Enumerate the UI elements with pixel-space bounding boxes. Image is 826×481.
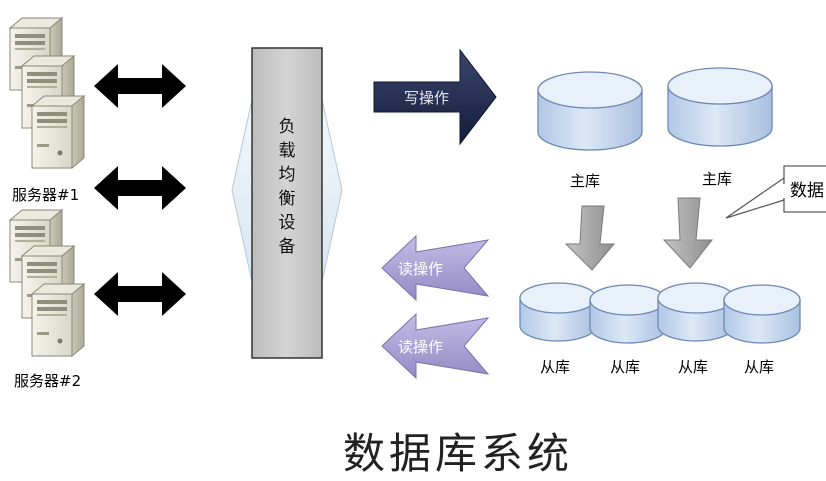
master-db-1-icon <box>537 71 643 151</box>
master-db-1-label: 主库 <box>570 172 600 190</box>
read-operation-arrow-2: 读操作 <box>381 312 490 380</box>
read-operation-label: 读操作 <box>398 260 443 278</box>
read-operation-arrow-1: 读操作 <box>381 234 490 302</box>
server-group-2: 服务器#2 <box>9 209 85 390</box>
server-group-1: 服务器#1 <box>9 17 85 204</box>
master-db-2-label: 主库 <box>702 170 732 188</box>
load-balancer-label-char: 均 <box>279 165 296 185</box>
slave-db-3-label: 从库 <box>678 358 708 376</box>
side-arrow-right-icon <box>321 99 343 283</box>
server-tower-icon <box>31 283 85 357</box>
load-balancer-label-char: 载 <box>279 141 296 161</box>
double-arrow-icon <box>94 272 186 316</box>
master-db-2-icon <box>667 67 773 147</box>
down-arrow-icon <box>662 197 714 269</box>
slave-db-3-icon <box>657 282 735 342</box>
slave-db-4-label: 从库 <box>744 358 774 376</box>
server-group-2-label: 服务器#2 <box>14 372 81 390</box>
slave-db-2-icon <box>589 284 667 344</box>
load-balancer-label-char: 衡 <box>279 189 296 209</box>
load-balancer-label-char: 负 <box>279 117 296 137</box>
double-arrow-icon <box>94 166 186 210</box>
double-arrow-icon <box>94 64 186 108</box>
server-group-1-label: 服务器#1 <box>12 186 79 204</box>
load-balancer-label-char: 备 <box>279 237 296 257</box>
slave-db-2-label: 从库 <box>610 358 640 376</box>
callout-text: 数据 <box>790 181 824 201</box>
slave-db-1-icon <box>519 282 597 342</box>
slave-db-1-label: 从库 <box>540 358 570 376</box>
load-balancer-label-char: 设 <box>279 213 296 233</box>
down-arrow-icon <box>564 205 616 271</box>
side-arrow-left-icon <box>231 99 253 283</box>
diagram-title: 数据库系统 <box>343 429 573 478</box>
slave-db-4-icon <box>723 284 801 344</box>
speech-callout-icon: 数据 <box>725 165 826 219</box>
write-operation-arrow: 写操作 <box>373 48 497 146</box>
server-tower-icon <box>31 95 85 169</box>
write-operation-label: 写操作 <box>404 89 449 107</box>
read-operation-label: 读操作 <box>398 338 443 356</box>
